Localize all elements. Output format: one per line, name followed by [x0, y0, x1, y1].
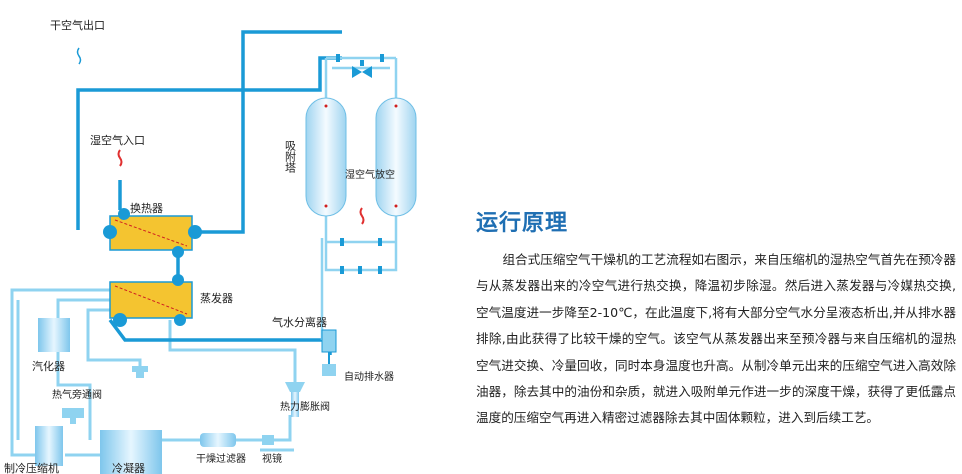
label-evaporator: 蒸发器: [200, 291, 233, 305]
label-adsorption-tower: 吸附塔: [284, 140, 297, 174]
compressor: [35, 426, 63, 466]
label-sight-glass: 视镜: [262, 452, 282, 465]
bottom-valves: [340, 238, 382, 274]
label-hot-bypass: 热气旁通阀: [52, 388, 102, 401]
wet-inlet-arrow: [117, 149, 123, 167]
sight-glass: [262, 435, 274, 445]
label-compressor: 制冷压缩机: [4, 461, 59, 474]
bypass-valve: [62, 366, 148, 424]
label-dry-filter: 干燥过滤器: [196, 452, 246, 465]
refrigerant-lines: [10, 288, 297, 457]
separator: [321, 329, 337, 376]
label-vaporizer: 汽化器: [32, 359, 65, 373]
adsorption-tower-right: [375, 97, 417, 217]
expansion-valve: [285, 382, 305, 417]
panel-description: 组合式压缩空气干燥机的工艺流程如右图示，来自压缩机的湿热空气首先在预冷器与从蒸发…: [476, 252, 956, 426]
label-expansion-valve: 热力膨胀阀: [280, 400, 330, 413]
process-diagram: 干空气出口 湿空气入口 换热器 吸附塔 湿空气放空 蒸发器 气水分离器 自动排水…: [4, 18, 417, 474]
adsorption-tower-left: [305, 97, 347, 217]
wet-vent-arrow: [359, 207, 365, 225]
label-auto-drain: 自动排水器: [344, 370, 394, 383]
heat-exchanger: [103, 208, 202, 258]
condenser: [100, 430, 162, 474]
label-wet-vent: 湿空气放空: [345, 168, 395, 181]
panel-title: 运行原理: [476, 211, 569, 236]
label-wet-inlet: 湿空气入口: [90, 133, 145, 147]
principle-panel: 运行原理 组合式压缩空气干燥机的工艺流程如右图示，来自压缩机的湿热空气首先在预冷…: [476, 205, 956, 432]
label-separator: 气水分离器: [272, 315, 327, 329]
vaporizer-tank: [38, 318, 70, 352]
dry-outlet-arrow: [76, 47, 82, 65]
dry-filter: [200, 433, 236, 447]
label-heat-exchanger: 换热器: [130, 201, 163, 215]
evaporator: [109, 274, 193, 327]
top-valves: [336, 54, 384, 78]
label-condenser: 冷凝器: [112, 461, 145, 474]
label-dry-outlet: 干空气出口: [50, 18, 105, 32]
